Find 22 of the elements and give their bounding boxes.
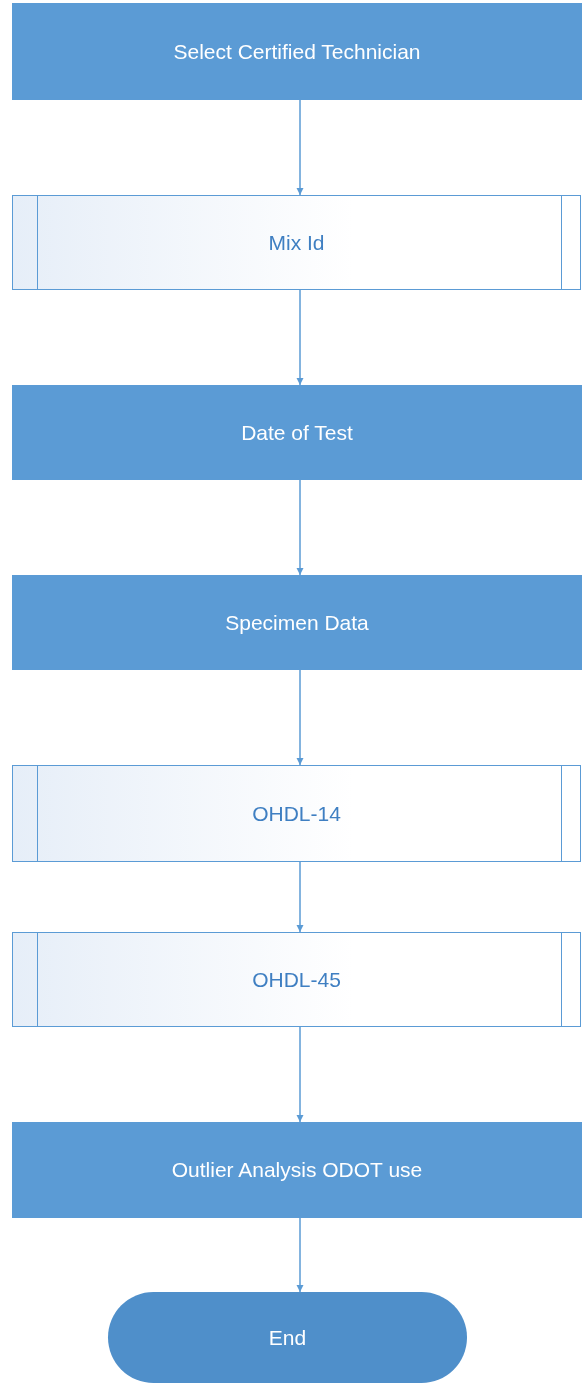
process-box xyxy=(12,3,582,100)
arrow xyxy=(296,1217,304,1293)
arrow xyxy=(296,479,304,576)
subprocess-box xyxy=(12,932,581,1027)
arrow xyxy=(296,99,304,196)
box-label: End xyxy=(268,1325,307,1350)
arrow xyxy=(296,669,304,766)
arrow xyxy=(296,1026,304,1123)
box-label: Date of Test xyxy=(241,420,353,445)
process-box xyxy=(12,385,582,480)
process-box xyxy=(12,1122,582,1218)
box-label: Select Certified Technician xyxy=(173,39,421,64)
arrow xyxy=(296,861,304,933)
subprocess-box xyxy=(12,195,581,290)
box-label: Specimen Data xyxy=(225,610,369,635)
box-label: Mix Id xyxy=(268,230,325,255)
box-label: Outlier Analysis ODOT use xyxy=(171,1158,423,1182)
process-box xyxy=(12,575,582,670)
box-label: OHDL-14 xyxy=(252,801,341,826)
subprocess-box xyxy=(12,765,581,862)
arrow xyxy=(296,289,304,386)
box-label: OHDL-45 xyxy=(252,967,341,992)
